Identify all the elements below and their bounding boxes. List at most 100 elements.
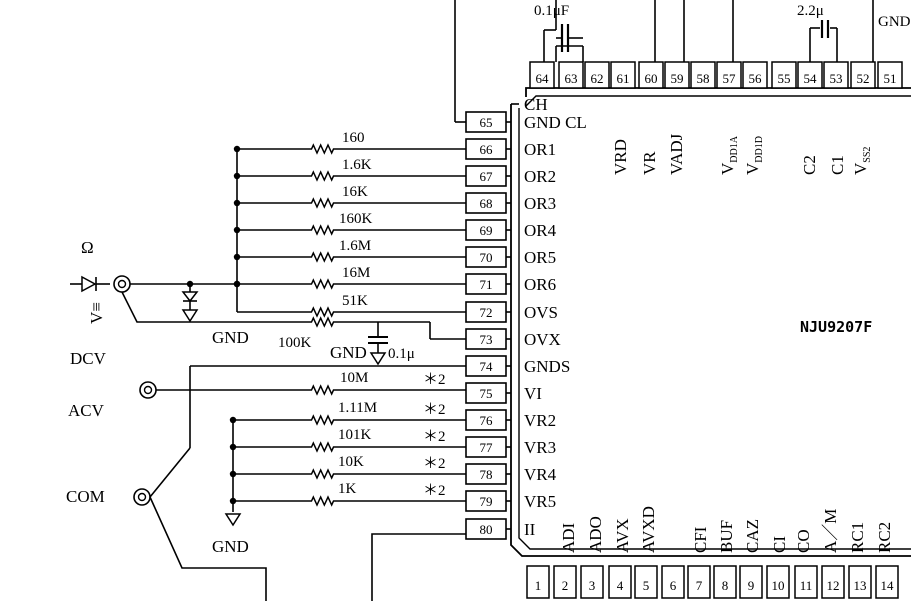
pin-number: 67 xyxy=(480,169,494,184)
series-resistor-label: 100K xyxy=(278,335,312,351)
pin-box xyxy=(823,61,849,89)
range-resistor-label: 1.6M xyxy=(339,238,371,254)
ohm-diode xyxy=(81,275,97,293)
range-resistor-label: 51K xyxy=(342,293,368,309)
chip-outline xyxy=(510,104,911,557)
protect-diode xyxy=(181,291,199,303)
pin-signal: VR2 xyxy=(524,411,556,430)
pin-number: 4 xyxy=(617,578,624,593)
bottom-signal-label: AVXD xyxy=(639,506,658,553)
pin-number: 75 xyxy=(480,386,493,401)
pin-signal: VR5 xyxy=(524,492,556,511)
ohm-sub-label: V≡ xyxy=(87,302,106,324)
top-signal-label: VDD1A xyxy=(718,135,740,175)
pin-number: 61 xyxy=(617,71,630,86)
pin-box xyxy=(797,61,823,89)
pin-number: 76 xyxy=(480,413,494,428)
pin-signal: OR5 xyxy=(524,248,556,267)
pin-signal: OR4 xyxy=(524,221,557,240)
ac-resistor-label: 10K xyxy=(338,454,364,470)
range-resistor-label: 1.6K xyxy=(342,157,372,173)
pin-box xyxy=(794,565,818,599)
junction-dot xyxy=(233,253,241,261)
pin-number: 1 xyxy=(535,578,542,593)
pin-number: 52 xyxy=(857,71,870,86)
pin-box xyxy=(739,565,763,599)
components xyxy=(70,20,911,599)
pin-box xyxy=(742,61,768,89)
range-resistor-label: 160 xyxy=(342,130,365,146)
pin-number: 9 xyxy=(748,578,755,593)
pin-signal: VI xyxy=(524,384,542,403)
junction-dot xyxy=(233,226,241,234)
ohm-v-terminal-inner xyxy=(117,279,127,289)
range-resistor xyxy=(300,197,345,209)
range-resistor xyxy=(300,143,345,155)
corner-label: CH xyxy=(524,95,548,114)
pin-box xyxy=(821,565,845,599)
gnd-left-label: GND xyxy=(212,328,249,347)
part-number: NJU9207F xyxy=(800,318,872,336)
ac-resistor-label: 101K xyxy=(338,427,372,443)
pin-number: 72 xyxy=(480,305,493,320)
ac-note: ＊2 xyxy=(423,402,446,418)
pin-number: 13 xyxy=(854,578,867,593)
pin-number: 2 xyxy=(562,578,569,593)
ac-note: ＊2 xyxy=(423,429,446,445)
pin-number: 8 xyxy=(722,578,729,593)
range-resistor xyxy=(300,251,345,263)
wire xyxy=(149,447,191,498)
pin-number: 14 xyxy=(881,578,895,593)
pin-number: 59 xyxy=(671,71,684,86)
pin-number: 64 xyxy=(536,71,550,86)
bottom-signal-label: BUF xyxy=(717,520,736,553)
wire xyxy=(121,291,300,323)
top-signal-label: VRD xyxy=(611,139,630,175)
ac-resistor xyxy=(300,384,345,396)
gnd-bottom-label: GND xyxy=(212,537,249,556)
bottom-signal-label: RC2 xyxy=(875,522,894,553)
pin-box xyxy=(664,61,690,89)
wire xyxy=(149,496,267,601)
ac-resistor-label: 1K xyxy=(338,481,357,497)
pin-number: 63 xyxy=(565,71,578,86)
ground-symbol xyxy=(369,352,387,366)
bottom-signal-label: CAZ xyxy=(743,519,762,553)
ohm-v-terminal xyxy=(113,275,131,293)
pin-number: 11 xyxy=(800,578,813,593)
pin-signal: II xyxy=(524,520,536,539)
pin-box xyxy=(608,565,632,599)
pin-box xyxy=(875,565,899,599)
pin-box xyxy=(713,565,737,599)
pin-signal: OR3 xyxy=(524,194,556,213)
pin-number: 80 xyxy=(480,522,493,537)
pin-number: 77 xyxy=(480,440,494,455)
pin-signal: OR1 xyxy=(524,140,556,159)
ac-resistor xyxy=(300,441,345,453)
pin-number: 12 xyxy=(827,578,840,593)
com-terminal-inner xyxy=(137,492,147,502)
bottom-signal-label: AVX xyxy=(613,518,632,553)
pin-number: 70 xyxy=(480,250,493,265)
top-cap-2-label: 2.2μ xyxy=(797,3,824,19)
pin-box xyxy=(529,61,555,89)
junction-dot xyxy=(186,280,194,288)
bottom-signal-label: A／M xyxy=(821,509,840,553)
pin-box xyxy=(877,61,903,89)
acv-label: ACV xyxy=(68,401,105,420)
top-signal-label: C2 xyxy=(800,155,819,175)
junction-dot xyxy=(233,199,241,207)
pin-box xyxy=(848,565,872,599)
wires xyxy=(121,0,874,601)
acv-terminal-inner xyxy=(143,385,153,395)
top-cap-1-label: 0.1μF xyxy=(534,3,569,19)
bottom-signal-label: RC1 xyxy=(848,522,867,553)
chip-outline-inner xyxy=(518,108,911,550)
pin-number: 79 xyxy=(480,494,493,509)
wire xyxy=(371,533,466,601)
ac-note: ＊2 xyxy=(423,483,446,499)
pin-signal: VR4 xyxy=(524,465,557,484)
top-signal-label: VDD1D xyxy=(743,136,765,175)
